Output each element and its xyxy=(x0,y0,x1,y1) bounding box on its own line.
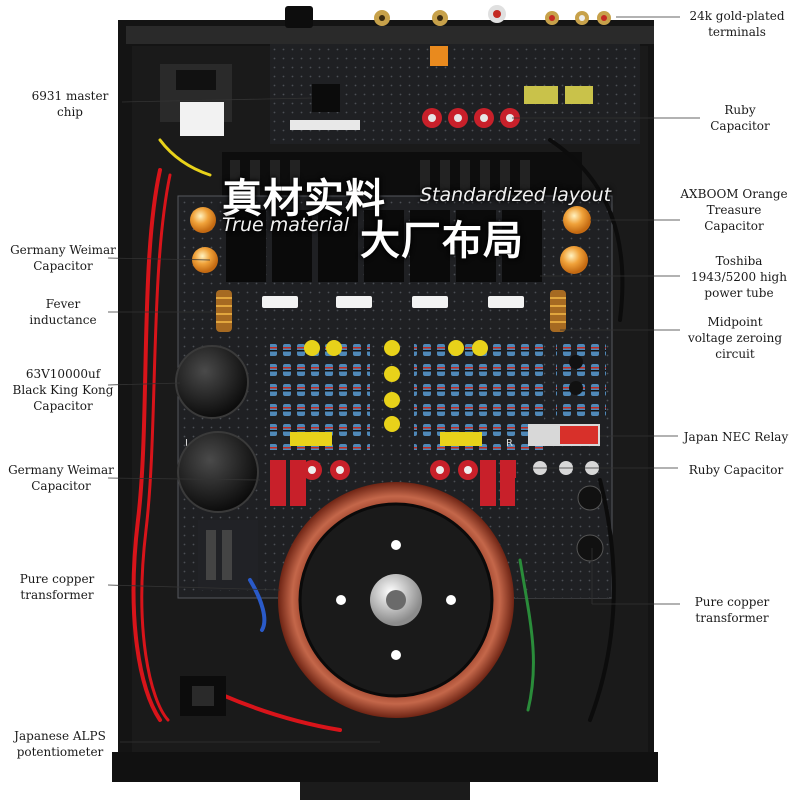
callout-alps-potentiometer: Japanese ALPS potentiometer xyxy=(14,729,106,759)
callout-toshiba-tube: Toshiba 1943/5200 high power tube xyxy=(691,254,787,300)
left-channel-mark: L xyxy=(185,438,191,449)
yellow-capacitors xyxy=(304,340,488,432)
overlay-cn-line1: 真材实料 xyxy=(222,176,386,222)
callout-midpoint-circuit: Midpoint voltage zeroing circuit xyxy=(687,315,783,361)
callout-fever-inductance: Fever inductance xyxy=(29,297,97,327)
gold-terminals xyxy=(374,5,611,26)
callout-copper-transformer-right: Pure copper transformer xyxy=(694,595,770,625)
overlay-en-line1: Standardized layout xyxy=(420,184,612,206)
right-channel-mark: R xyxy=(506,438,513,449)
callout-weimar-capacitor-bottom: Germany Weimar Capacitor xyxy=(8,463,114,493)
black-king-kong-capacitors xyxy=(175,345,259,513)
master-chip xyxy=(312,84,340,112)
callout-ruby-capacitor-top: Ruby Capacitor xyxy=(710,103,770,133)
overlay-en-line2: True material xyxy=(222,214,350,236)
fever-inductor-right xyxy=(550,290,566,332)
overlay-cn-line2: 大厂布局 xyxy=(360,218,524,264)
callout-weimar-capacitor-top: Germany Weimar Capacitor xyxy=(10,243,116,273)
pure-copper-transformer xyxy=(278,482,514,718)
callout-leader-lines xyxy=(107,16,700,743)
callout-nec-relay: Japan NEC Relay xyxy=(683,430,789,444)
callout-gold-terminals: 24k gold-plated terminals xyxy=(689,9,785,39)
ruby-capacitors-top xyxy=(422,108,520,128)
fever-inductor-left xyxy=(216,290,232,332)
callout-ruby-capacitor-bottom: Ruby Capacitor xyxy=(688,463,784,477)
ruby-capacitors-bottom xyxy=(270,460,516,506)
callout-copper-transformer-left: Pure copper transformer xyxy=(19,572,95,602)
callout-axboom-capacitor: AXBOOM Orange Treasure Capacitor xyxy=(680,187,788,233)
callout-master-chip: 6931 master chip xyxy=(31,89,109,119)
callout-black-king-kong: 63V10000uf Black King Kong Capacitor xyxy=(12,367,114,413)
